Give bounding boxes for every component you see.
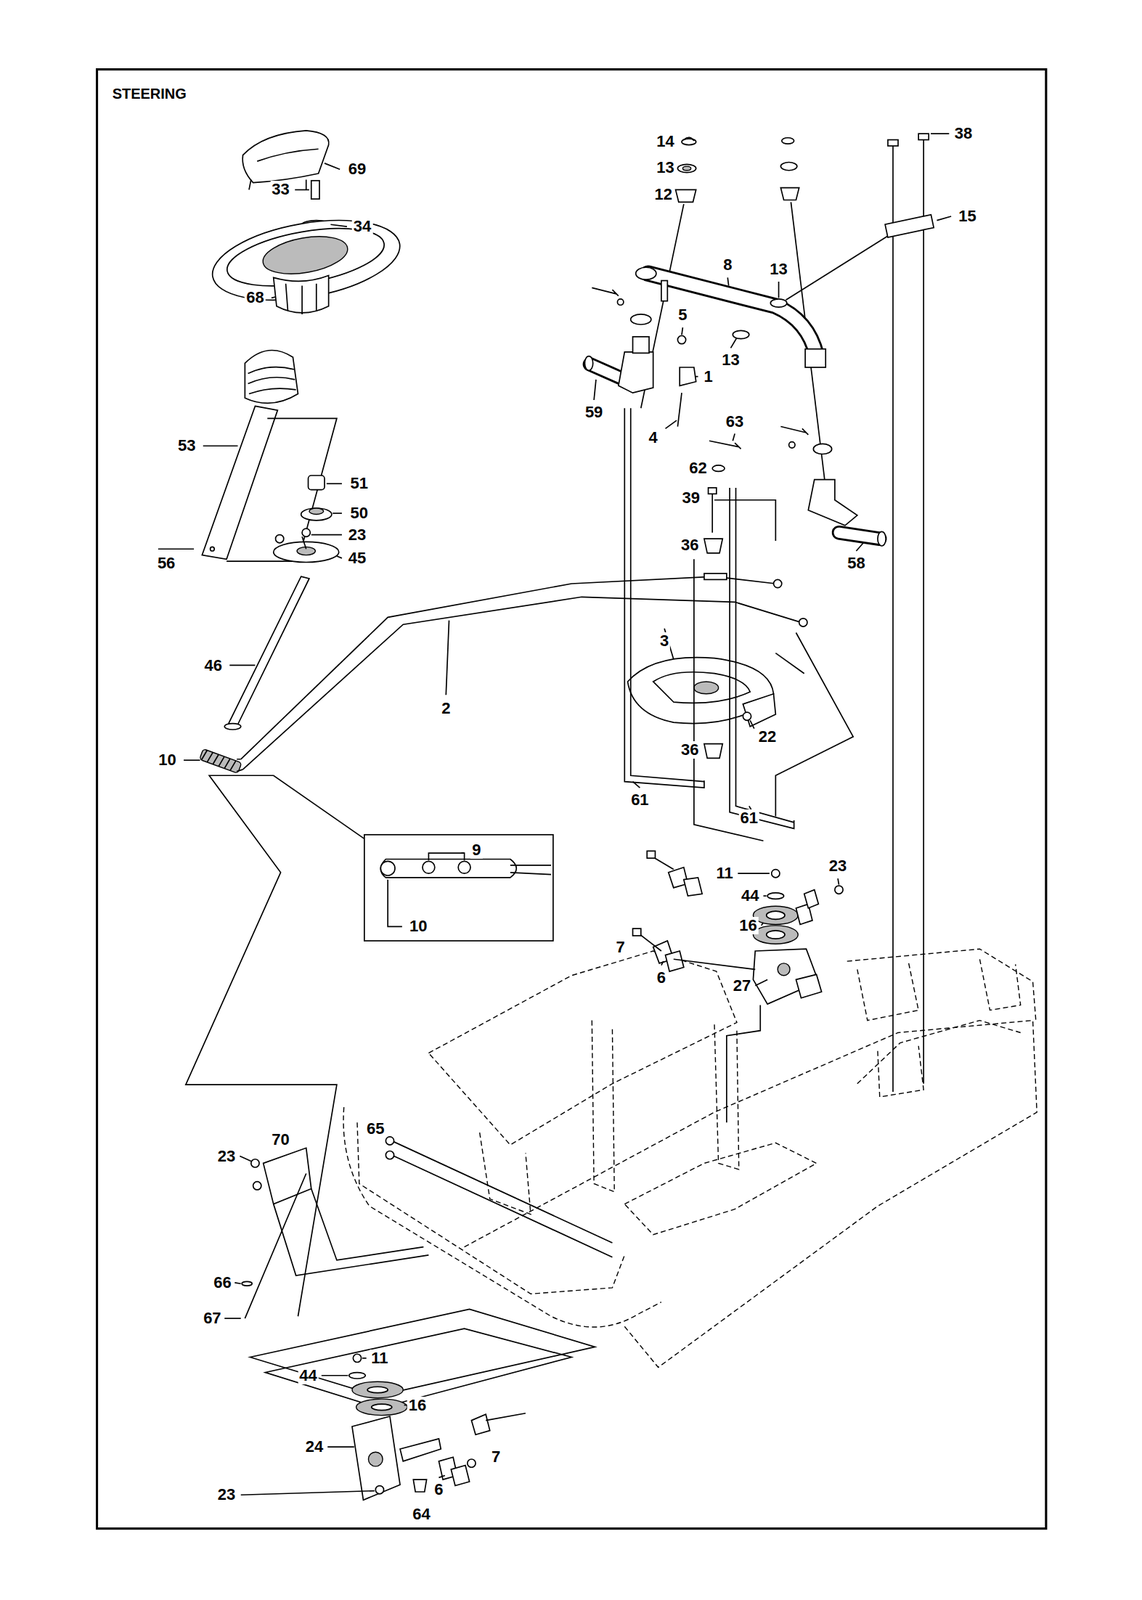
callout-number: 27 xyxy=(731,977,753,995)
callout-number: 39 xyxy=(680,489,701,507)
callout-number: 70 xyxy=(270,1131,291,1149)
callout-number: 66 xyxy=(211,1274,233,1292)
callout-number: 7 xyxy=(614,938,627,957)
callout-number: 59 xyxy=(583,403,605,422)
callout-number: 6 xyxy=(655,969,668,987)
callout-number: 16 xyxy=(737,916,758,935)
callout-number: 63 xyxy=(724,413,745,431)
callout-number: 45 xyxy=(347,549,368,568)
callout-number: 11 xyxy=(714,864,734,883)
callout-number: 3 xyxy=(658,632,671,650)
callout-number: 11 xyxy=(369,1349,390,1368)
callout-number: 5 xyxy=(676,306,689,324)
callout-number: 23 xyxy=(216,1486,237,1504)
callout-number: 10 xyxy=(156,751,178,769)
callout-number: 4 xyxy=(647,429,660,447)
callout-number: 13 xyxy=(768,260,789,279)
callout-number: 1 xyxy=(702,368,714,386)
callout-number: 38 xyxy=(953,124,974,143)
callout-number: 69 xyxy=(347,160,368,178)
callout-number: 13 xyxy=(720,351,741,369)
callout-number: 61 xyxy=(629,791,650,809)
callout-number: 14 xyxy=(654,132,676,151)
callout-number: 61 xyxy=(739,809,760,827)
callout-number: 68 xyxy=(244,288,265,307)
callout-number: 9 xyxy=(470,841,483,859)
callout-number: 16 xyxy=(407,1396,428,1415)
callout-number: 67 xyxy=(201,1309,223,1328)
callout-number: 10 xyxy=(408,917,429,936)
callout-number: 65 xyxy=(365,1120,386,1138)
callout-number: 46 xyxy=(203,657,224,675)
callout-number: 64 xyxy=(410,1505,432,1524)
callout-number: 7 xyxy=(490,1448,502,1466)
callout-number: 62 xyxy=(687,459,708,477)
callout-number: 24 xyxy=(304,1438,325,1456)
callout-number: 36 xyxy=(679,741,700,759)
callout-number: 8 xyxy=(721,256,734,274)
callout-number: 2 xyxy=(439,699,452,718)
callout-number: 44 xyxy=(739,887,761,905)
callout-number: 36 xyxy=(679,536,700,554)
callout-number: 6 xyxy=(432,1481,445,1499)
callout-number: 23 xyxy=(216,1147,237,1166)
callout-number: 51 xyxy=(349,474,370,493)
callout-number: 15 xyxy=(956,207,978,226)
chassis-frame xyxy=(343,948,1037,1368)
callout-number: 50 xyxy=(349,504,370,522)
callout-number: 12 xyxy=(652,185,674,204)
callout-number: 56 xyxy=(156,554,177,573)
callout-number: 33 xyxy=(270,180,291,199)
callout-number: 44 xyxy=(297,1367,318,1385)
callout-number: 58 xyxy=(845,554,867,573)
diagram-title: STEERING xyxy=(112,85,187,102)
callout-number: 13 xyxy=(654,158,676,177)
callout-number: 23 xyxy=(347,526,368,544)
callout-number: 22 xyxy=(757,728,778,746)
callout-number: 34 xyxy=(352,217,373,236)
callout-number: 53 xyxy=(176,437,197,455)
callout-number: 23 xyxy=(827,857,848,875)
